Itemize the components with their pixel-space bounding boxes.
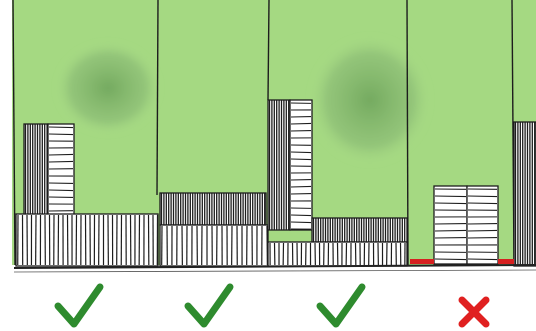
lot2-upper: [159, 192, 267, 226]
lot3-base: [267, 241, 408, 267]
check-icon: [184, 283, 234, 328]
lot5-partial: [513, 121, 536, 267]
lot4-block-left: [433, 185, 468, 265]
building-masses: [15, 99, 536, 267]
lot3-tower-face: [289, 99, 313, 231]
lot-boundaries: [12, 0, 515, 266]
evaluation-marks: [54, 283, 490, 328]
check-icon: [54, 283, 104, 328]
lot1-tower-face: [47, 123, 75, 221]
cross-icon: [458, 296, 490, 328]
tree-canopy-1: [54, 40, 162, 136]
lot3-tower-shadow: [267, 99, 291, 231]
lot4-block-right: [466, 185, 499, 265]
check-icon: [316, 283, 366, 328]
tree-canopy-2: [308, 34, 432, 166]
setback-violation-markers: [410, 259, 514, 264]
lot1-tower-shadow: [23, 123, 49, 221]
street-edge: [13, 264, 536, 273]
lot2-base: [159, 224, 269, 267]
lot3-base-upper: [311, 217, 408, 243]
tree-canopies: [54, 34, 432, 166]
lot1-base: [15, 213, 159, 267]
